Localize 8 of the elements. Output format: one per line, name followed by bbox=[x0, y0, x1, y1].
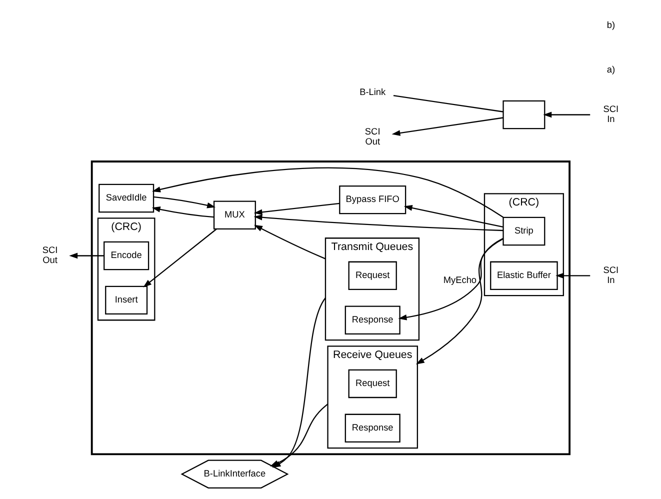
edge-label: MyEcho bbox=[443, 274, 477, 285]
label: b) bbox=[606, 20, 616, 30]
node-text: SCI Out bbox=[42, 244, 58, 265]
label: a) bbox=[606, 64, 616, 74]
node-text: B-Link bbox=[360, 86, 386, 96]
node-text: SCI In bbox=[603, 264, 619, 285]
node-text: SCI Out bbox=[364, 126, 380, 146]
node-text: SCI In bbox=[603, 104, 619, 124]
